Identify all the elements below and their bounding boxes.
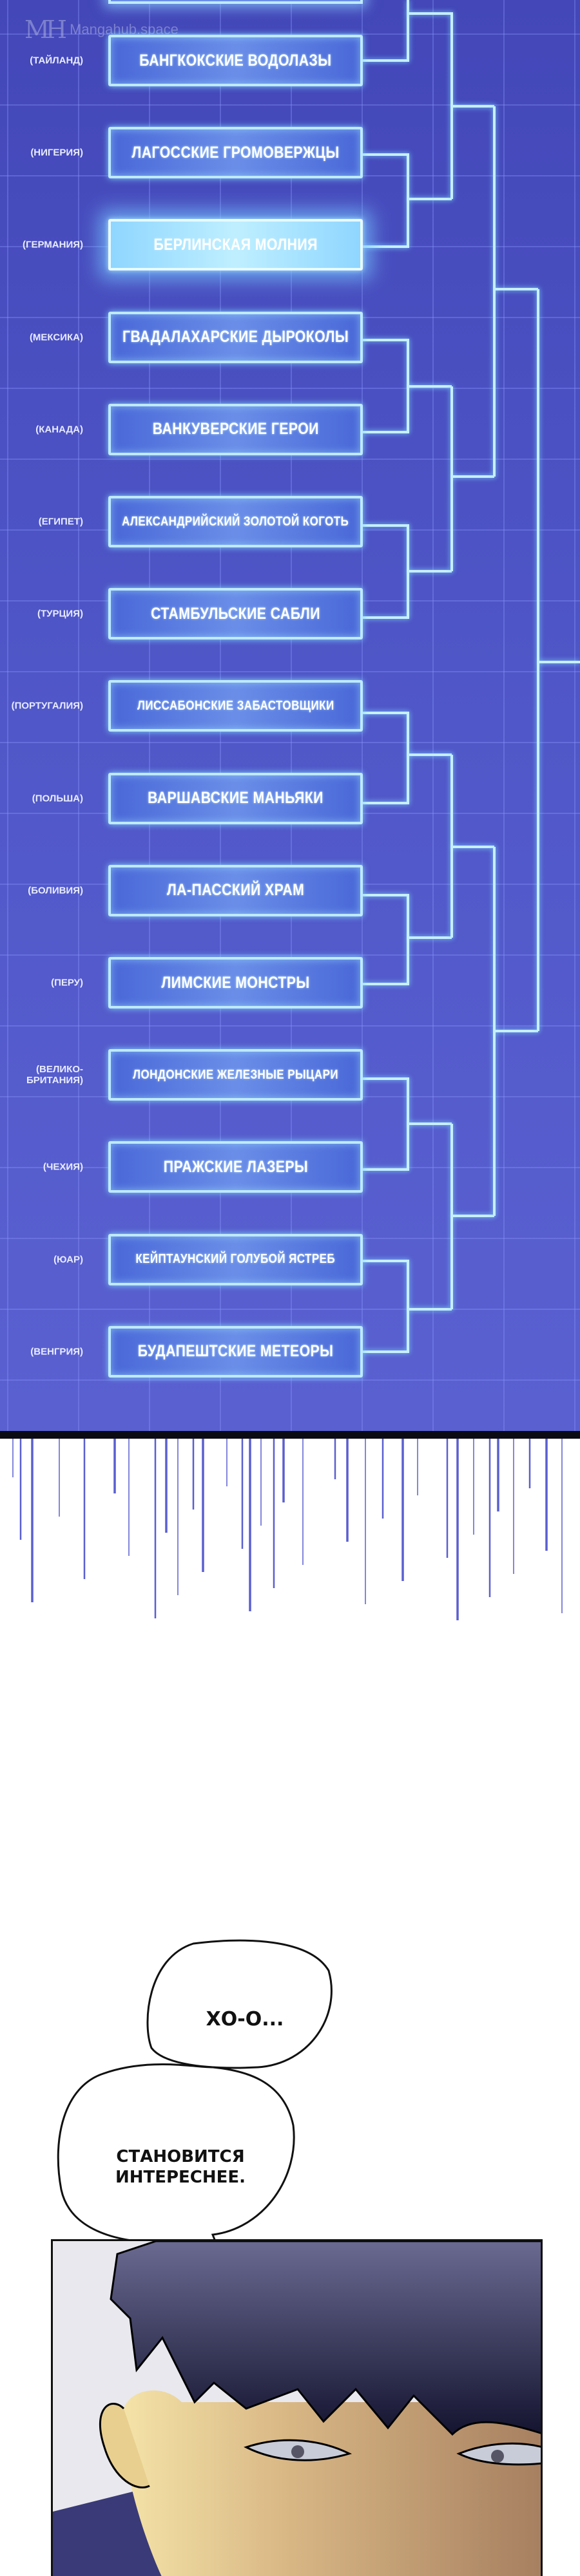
speech-bubble-2-text: СТАНОВИТСЯ ИНТЕРЕСНЕЕ.: [115, 2147, 246, 2187]
team-country-label: (ЮАР): [53, 1254, 83, 1265]
team-box: ЛА-ПАССКИЙ ХРАМ: [108, 864, 363, 916]
team-name: БАНГКОКСКИЕ ВОДОЛАЗЫ: [139, 51, 332, 70]
team-name: ЛОНДОНСКИЕ ЖЕЛЕЗНЫЕ РЫЦАРИ: [133, 1067, 338, 1082]
team-country-label: (ВЕЛИКО- БРИТАНИЯ): [26, 1064, 83, 1086]
team-country-label: (ПЕРУ): [51, 977, 83, 989]
team-name: ЛИССАБОНСКИЕ ЗАБАСТОВЩИКИ: [137, 698, 334, 713]
team-name: ВАРШАВСКИЕ МАНЬЯКИ: [148, 789, 324, 808]
speech-bubbles-shapes: [57, 1939, 333, 2303]
character-ear: [99, 2403, 150, 2488]
team-box: ПРАЖСКИЕ ЛАЗЕРЫ: [108, 1141, 363, 1193]
team-name: БЕРЛИНСКАЯ МОЛНИЯ: [153, 235, 318, 254]
team-box: ВАРШАВСКИЕ МАНЬЯКИ: [108, 772, 363, 824]
team-name: ЛА-ПАССКИЙ ХРАМ: [166, 881, 305, 900]
team-name: БУДАПЕШТСКИЕ МЕТЕОРЫ: [137, 1342, 334, 1361]
bracket-line-r2-b: [450, 386, 494, 571]
team-country-label: (ЧЕХИЯ): [43, 1161, 83, 1173]
watermark: MH Mangahub.space: [24, 15, 179, 44]
team-box: КЕЙПТАУНСКИЙ ГОЛУБОЙ ЯСТРЕБ: [108, 1233, 363, 1285]
team-country-label: (ГЕРМАНИЯ): [22, 239, 83, 251]
bracket-line-r2-a: [408, 12, 494, 199]
bracket-line-r1-g: [363, 1077, 452, 1171]
team-name: ЛИМСКИЕ МОНСТРЫ: [161, 973, 310, 992]
team-name: АЛЕКСАНДРИЙСКИЙ ЗОЛОТОЙ КОГОТЬ: [122, 514, 349, 529]
team-country-label: (БОЛИВИЯ): [28, 885, 83, 896]
team-box-highlighted: БЕРЛИНСКАЯ МОЛНИЯ: [108, 219, 363, 271]
team-name: КЕЙПТАУНСКИЙ ГОЛУБОЙ ЯСТРЕБ: [135, 1252, 336, 1267]
panel-border: [0, 1431, 580, 1439]
speech-bubble-2: [57, 2063, 295, 2303]
team-country-label: (ТУРЦИЯ): [37, 608, 83, 620]
tournament-bracket-panel: MH Mangahub.space (ТАЙЛАНД) БАНГКОКСКИЕ В…: [0, 0, 580, 1431]
character-skin: [122, 2390, 541, 2576]
team-country-label: (ПОРТУГАЛИЯ): [11, 700, 83, 712]
bracket-line-r3-a: [493, 106, 538, 477]
team-name: ПРАЖСКИЕ ЛАЗЕРЫ: [163, 1157, 308, 1176]
team-box: ЛОНДОНСКИЕ ЖЕЛЕЗНЫЕ РЫЦАРИ: [108, 1049, 363, 1101]
team-name: ВАНКУВЕРСКИЕ ГЕРОИ: [152, 420, 319, 439]
team-box: СТАМБУЛЬСКИЕ САБЛИ: [108, 588, 363, 640]
watermark-text: Mangahub.space: [70, 21, 179, 37]
team-name: СТАМБУЛЬСКИЕ САБЛИ: [151, 604, 320, 623]
speech-bubble-1: [146, 1939, 333, 2069]
bracket-line-r1-b: [363, 153, 452, 248]
bracket-line-r1-d: [363, 524, 452, 619]
character-face-art: [53, 2241, 541, 2576]
bracket-line-r1-f: [363, 894, 452, 985]
team-country-label: (ТАЙЛАНД): [30, 55, 83, 66]
team-country-label: (МЕКСИКА): [29, 332, 83, 343]
character-hair: [110, 2241, 541, 2436]
bracket-line-r3-b: [493, 847, 538, 1216]
bracket-line-r2-c: [450, 755, 494, 938]
speed-lines: [12, 1439, 563, 1620]
manga-panel: [51, 2239, 543, 2576]
team-country-label: (ВЕНГРИЯ): [30, 1346, 83, 1358]
team-box: БАНГКОКСКИЕ ВОДОЛАЗЫ: [108, 35, 363, 86]
bracket-line-final: [537, 289, 580, 1031]
bracket-lines: [363, 0, 580, 1353]
team-box: АЛЕКСАНДРИЙСКИЙ ЗОЛОТОЙ КОГОТЬ: [108, 496, 363, 547]
bracket-line-r1-a: [363, 0, 409, 62]
watermark-logo: MH: [24, 15, 67, 44]
team-box-offscreen: [108, 0, 363, 4]
team-box: ЛАГОССКИЕ ГРОМОВЕРЖЦЫ: [108, 127, 363, 179]
team-box: БУДАПЕШТСКИЕ МЕТЕОРЫ: [108, 1325, 363, 1378]
team-country-label: (НИГЕРИЯ): [30, 147, 83, 158]
team-country-label: (ПОЛЬША): [32, 793, 83, 804]
speech-bubble-1-text: ХО-О...: [206, 2007, 284, 2031]
team-name: ГВАДАЛАХАРСКИЕ ДЫРОКОЛЫ: [122, 328, 349, 346]
bracket-line-r1-e: [363, 712, 452, 804]
team-box: ЛИССАБОНСКИЕ ЗАБАСТОВЩИКИ: [108, 680, 363, 732]
bracket-line-r2-d: [450, 1124, 494, 1309]
team-box: ГВАДАЛАХАРСКИЕ ДЫРОКОЛЫ: [108, 311, 363, 363]
bracket-line-r1-c: [363, 339, 452, 433]
team-name: ЛАГОССКИЕ ГРОМОВЕРЖЦЫ: [131, 143, 340, 162]
bracket-line-r1-h: [363, 1260, 452, 1353]
team-country-label: (КАНАДА): [35, 424, 83, 435]
team-box: ЛИМСКИЕ МОНСТРЫ: [108, 957, 363, 1009]
team-country-label: (ЕГИПЕТ): [38, 516, 83, 527]
team-box: ВАНКУВЕРСКИЕ ГЕРОИ: [108, 403, 363, 455]
